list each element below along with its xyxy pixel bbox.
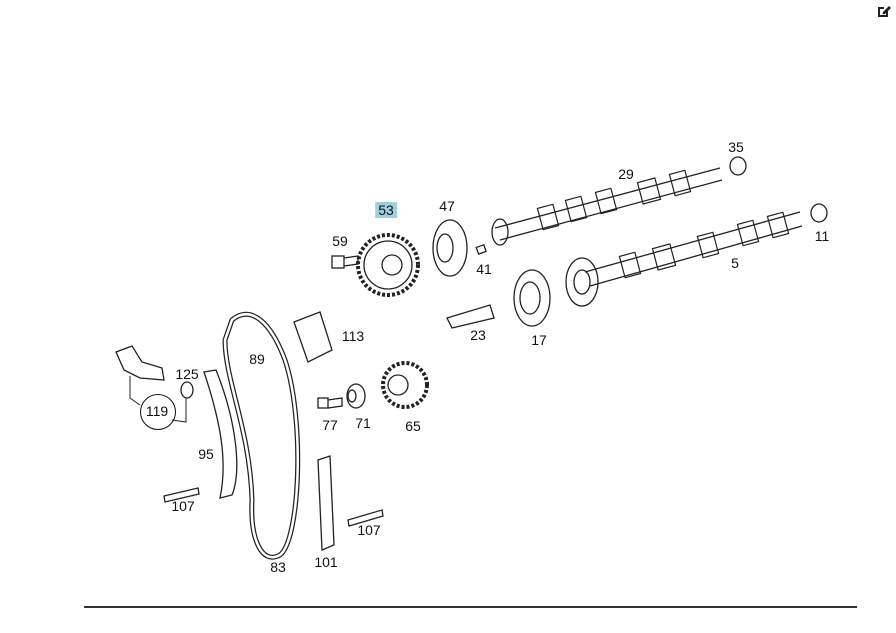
label-119[interactable]: 119 <box>145 403 169 419</box>
tensioner-119[interactable] <box>115 345 165 381</box>
label-23[interactable]: 23 <box>470 327 486 343</box>
leader-lines-119 <box>129 376 187 423</box>
edit-icon[interactable] <box>876 3 892 19</box>
camshaft-29[interactable] <box>491 165 723 246</box>
part-23[interactable] <box>446 304 495 329</box>
part-35[interactable] <box>729 156 747 176</box>
label-41[interactable]: 41 <box>476 261 492 277</box>
callout-circle-119 <box>140 394 176 430</box>
part-17[interactable] <box>513 269 551 327</box>
label-17[interactable]: 17 <box>531 332 547 348</box>
label-95[interactable]: 95 <box>198 446 214 462</box>
label-107-left[interactable]: 107 <box>171 498 195 514</box>
bolt-77[interactable] <box>317 397 343 409</box>
label-35[interactable]: 35 <box>728 139 744 155</box>
pin-41[interactable] <box>475 243 487 255</box>
label-11[interactable]: 11 <box>814 228 830 244</box>
label-83[interactable]: 83 <box>270 559 286 575</box>
label-53-selected[interactable]: 53 <box>375 202 397 218</box>
label-47[interactable]: 47 <box>439 198 455 214</box>
sprocket-53[interactable] <box>356 233 420 297</box>
gear-47[interactable] <box>432 219 468 277</box>
tensioner-113[interactable] <box>293 311 333 363</box>
guide-rail-101[interactable] <box>317 455 335 551</box>
label-101[interactable]: 101 <box>314 554 338 570</box>
guide-rail-95[interactable] <box>203 369 238 499</box>
pin-107-left[interactable] <box>163 487 200 503</box>
seal-125[interactable] <box>180 381 194 399</box>
part-11[interactable] <box>810 203 828 223</box>
bottom-divider <box>84 606 857 608</box>
label-5[interactable]: 5 <box>731 255 739 271</box>
label-77[interactable]: 77 <box>322 417 338 433</box>
bolt-59[interactable] <box>331 255 359 269</box>
pin-107-right[interactable] <box>347 509 384 527</box>
label-71[interactable]: 71 <box>355 415 371 431</box>
label-59[interactable]: 59 <box>332 233 348 249</box>
label-125[interactable]: 125 <box>175 366 199 382</box>
gear-65[interactable] <box>381 361 429 409</box>
label-113[interactable]: 113 <box>341 328 365 344</box>
label-89[interactable]: 89 <box>249 351 265 367</box>
bushing-71[interactable] <box>346 383 366 409</box>
label-65[interactable]: 65 <box>405 418 421 434</box>
label-107-right[interactable]: 107 <box>357 522 381 538</box>
camshaft-5[interactable] <box>565 211 803 307</box>
label-29[interactable]: 29 <box>618 166 634 182</box>
